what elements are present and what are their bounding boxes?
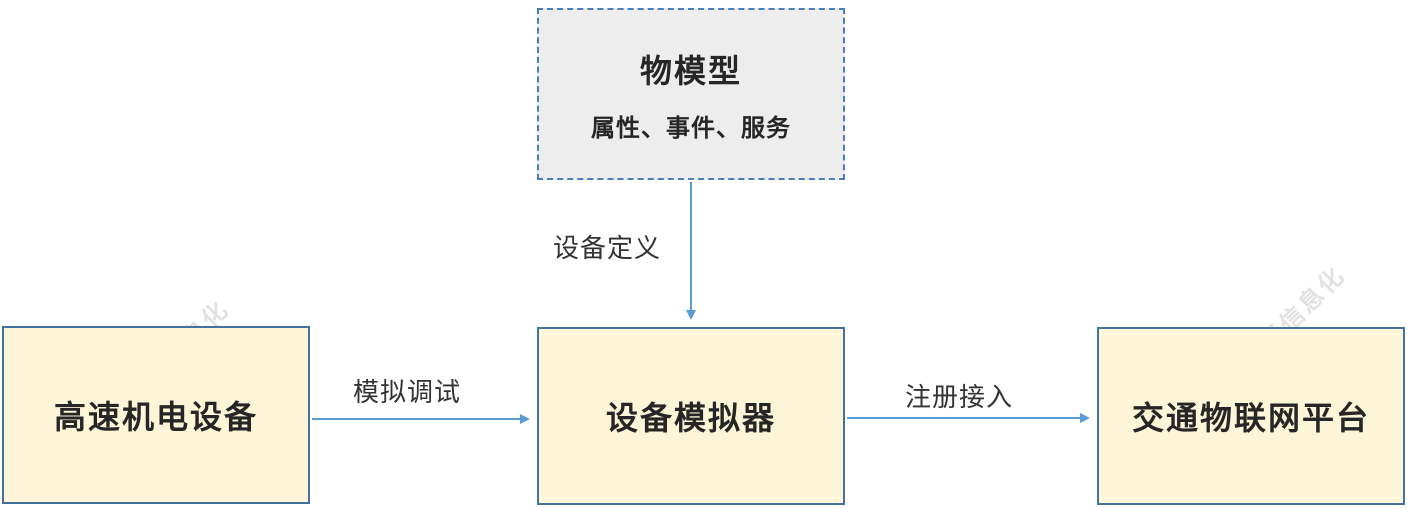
node-device-simulator: 设备模拟器 <box>537 327 845 505</box>
node-device-simulator-label: 设备模拟器 <box>605 399 776 437</box>
node-highway-equipment: 高速机电设备 <box>2 326 310 504</box>
edge-label-register-access: 注册接入 <box>905 383 1014 413</box>
edge-label-simulation-debug: 模拟调试 <box>353 378 462 408</box>
node-highway-equipment-label: 高速机电设备 <box>53 398 258 436</box>
node-iot-platform: 交通物联网平台 <box>1097 327 1405 505</box>
thing-model-subtitle: 属性、事件、服务 <box>591 113 791 142</box>
node-iot-platform-label: 交通物联网平台 <box>1131 399 1370 437</box>
edge-label-device-definition: 设备定义 <box>553 234 662 264</box>
thing-model-title: 物模型 <box>639 51 742 90</box>
node-thing-model: 物模型 属性、事件、服务 <box>537 8 845 180</box>
